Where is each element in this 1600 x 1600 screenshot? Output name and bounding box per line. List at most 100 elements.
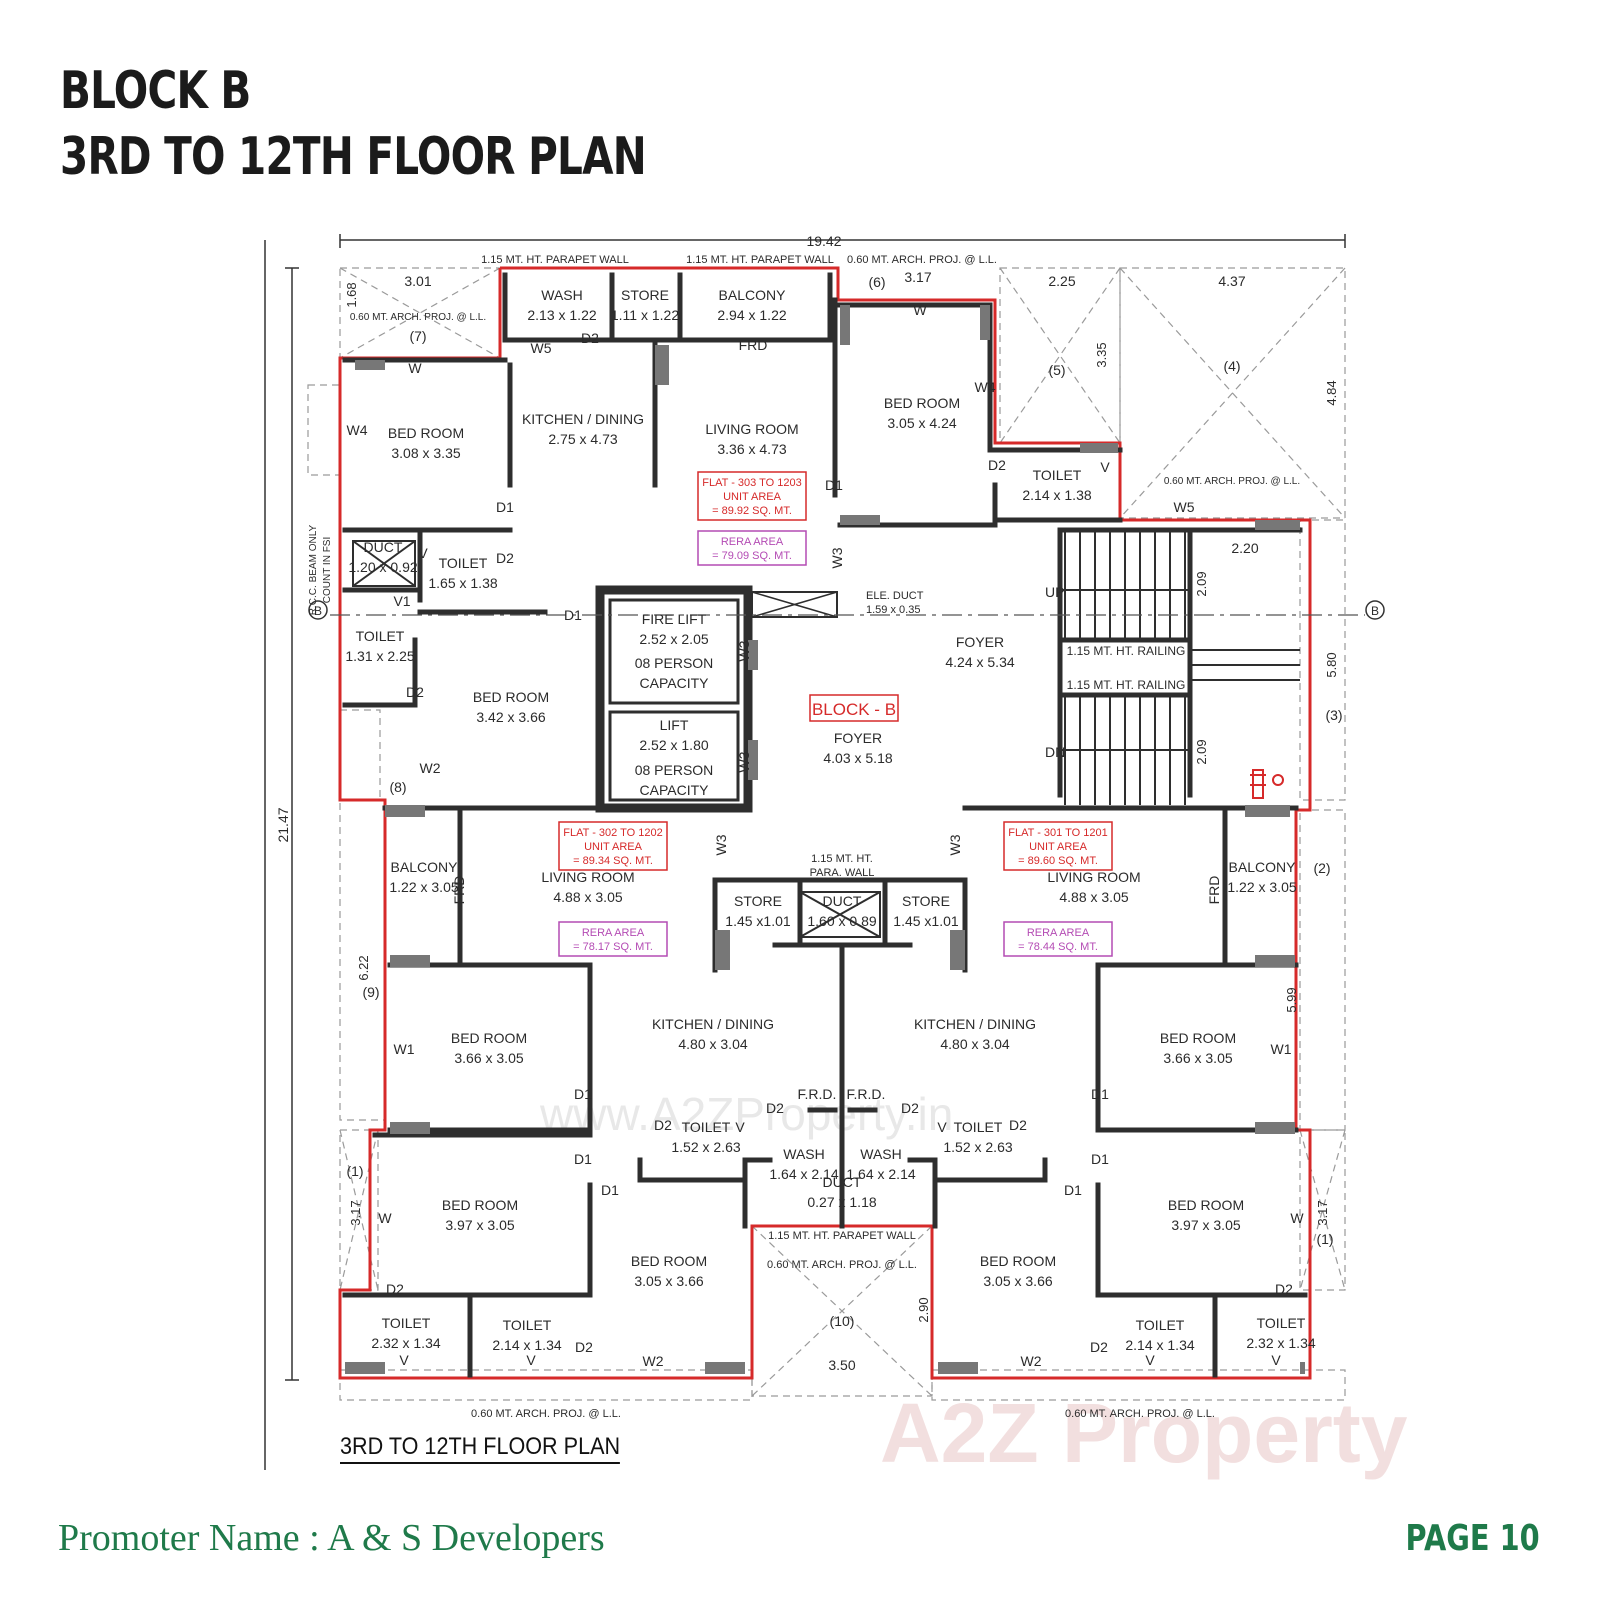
opening-d1: D1 bbox=[825, 477, 843, 493]
room-toilet-size: 1.52 x 2.63 bbox=[943, 1139, 1012, 1155]
axis-label-right: B bbox=[1371, 604, 1379, 618]
projection-number: (9) bbox=[362, 984, 379, 1000]
stair-up-label: UP bbox=[1045, 584, 1064, 600]
projection-notes: 1.15 MT. HT. PARAPET WALL 1.15 MT. HT. P… bbox=[308, 254, 1300, 1420]
opening-w5: W5 bbox=[1174, 499, 1195, 515]
room-toilet-name: TOILET bbox=[356, 628, 405, 644]
opening-w4: W4 bbox=[975, 379, 996, 395]
room-duct-size: 1.60 x 0.89 bbox=[807, 913, 876, 929]
opening-d1: D1 bbox=[496, 499, 514, 515]
room-bed-room-name: BED ROOM bbox=[388, 425, 464, 441]
note-rcc-beam: R.C.C. BEAM ONLY bbox=[308, 524, 319, 615]
opening-w3: W3 bbox=[736, 751, 752, 772]
room-bed-room-size: 3.66 x 3.05 bbox=[454, 1050, 523, 1066]
opening-d1: D1 bbox=[1091, 1151, 1109, 1167]
opening-v1: V1 bbox=[393, 593, 410, 609]
room-toilet-size: 2.14 x 1.38 bbox=[1022, 487, 1091, 503]
note-ele-duct-size: 1.59 x 0.35 bbox=[866, 604, 920, 616]
axis-bubble-right bbox=[1365, 600, 1385, 620]
opening-w2: W2 bbox=[420, 760, 441, 776]
note-arch-bottom-center: 0.60 MT. ARCH. PROJ. @ L.L. bbox=[767, 1259, 917, 1271]
room-bed-room-name: BED ROOM bbox=[884, 395, 960, 411]
projection-number: (2) bbox=[1313, 860, 1330, 876]
room-living-room-name: LIVING ROOM bbox=[541, 869, 634, 885]
room-bed-room-size: 3.66 x 3.05 bbox=[1163, 1050, 1232, 1066]
dim-top-6: 3.17 bbox=[904, 269, 931, 285]
room-bed-room-size: 3.97 x 3.05 bbox=[1171, 1217, 1240, 1233]
opening-d2: D2 bbox=[386, 1281, 404, 1297]
room-bed-room-size: 3.05 x 4.24 bbox=[887, 415, 956, 431]
projection-number: (10) bbox=[830, 1313, 855, 1329]
block-label: BLOCK - B bbox=[812, 700, 896, 719]
room-store-size: 1.45 x1.01 bbox=[725, 913, 791, 929]
room-foyer-name: FOYER bbox=[834, 730, 882, 746]
room-wash-name: WASH bbox=[541, 287, 582, 303]
opening-d1: D1 bbox=[564, 607, 582, 623]
note-ele-duct: ELE. DUCT bbox=[866, 590, 924, 602]
opening-d1: D1 bbox=[1064, 1182, 1082, 1198]
projection-number: (1) bbox=[1316, 1231, 1333, 1247]
room-store-size: 1.45 x1.01 bbox=[893, 913, 959, 929]
opening-d2: D2 bbox=[1090, 1339, 1108, 1355]
unit-area-label: UNIT AREA bbox=[584, 841, 643, 853]
duct-boxes bbox=[352, 540, 881, 938]
rera-area-box bbox=[697, 530, 807, 566]
unit-area-value: = 89.34 SQ. MT. bbox=[573, 855, 653, 867]
stair-dn-label: DN bbox=[1045, 744, 1065, 760]
note-railing-top: 1.15 MT. HT. RAILING bbox=[1067, 644, 1186, 658]
axis-label-left: B bbox=[314, 604, 322, 618]
opening-d2: D2 bbox=[496, 550, 514, 566]
room-living-room-name: LIVING ROOM bbox=[1047, 869, 1140, 885]
lift-capacity-1a: 08 PERSON bbox=[635, 655, 714, 671]
dim-depth-5: 3.35 bbox=[1094, 342, 1109, 367]
overall-height-dimension: 21.47 bbox=[275, 807, 291, 842]
opening-v: V bbox=[1145, 1352, 1155, 1368]
note-arch-bottom-left: 0.60 MT. ARCH. PROJ. @ L.L. bbox=[471, 1408, 621, 1420]
room-foyer-size: 4.24 x 5.34 bbox=[945, 654, 1014, 670]
opening-d1: D1 bbox=[601, 1182, 619, 1198]
room-balcony-size: 2.94 x 1.22 bbox=[717, 307, 786, 323]
room-store-size: 1.11 x 1.22 bbox=[611, 307, 679, 323]
page-number: PAGE 10 bbox=[1405, 1518, 1540, 1559]
unit-area-box bbox=[697, 471, 807, 521]
projection-number: (6) bbox=[868, 274, 885, 290]
room-toilet-size: 2.32 x 1.34 bbox=[1246, 1335, 1315, 1351]
room-store-name: STORE bbox=[902, 893, 950, 909]
opening-frd: FRD bbox=[451, 876, 467, 905]
room-toilet-size: 2.14 x 1.34 bbox=[492, 1337, 561, 1353]
opening-v: V bbox=[937, 1119, 947, 1135]
dim-stair-run-top: 2.09 bbox=[1194, 571, 1209, 596]
room-bed-room-name: BED ROOM bbox=[473, 689, 549, 705]
room-bed-room-size: 3.05 x 3.66 bbox=[983, 1273, 1052, 1289]
room-balcony-name: BALCONY bbox=[1229, 859, 1297, 875]
room-bed-room-name: BED ROOM bbox=[1168, 1197, 1244, 1213]
room-store-name: STORE bbox=[734, 893, 782, 909]
dim-stair-run-bottom: 2.09 bbox=[1194, 739, 1209, 764]
room-bed-room-name: BED ROOM bbox=[980, 1253, 1056, 1269]
rera-area-box bbox=[558, 921, 668, 957]
room-duct-size: 1.20 x 0.92 bbox=[348, 559, 417, 575]
flat-range: FLAT - 303 TO 1203 bbox=[702, 477, 801, 489]
opening-d2: D2 bbox=[575, 1339, 593, 1355]
opening-frd: FRD bbox=[1206, 876, 1222, 905]
page-title: BLOCK B 3RD TO 12TH FLOOR PLAN bbox=[60, 58, 647, 190]
opening-d2: D2 bbox=[1009, 1117, 1027, 1133]
note-arch-bottom-right: 0.60 MT. ARCH. PROJ. @ L.L. bbox=[1065, 1408, 1215, 1420]
lift-capacity-2a: 08 PERSON bbox=[635, 762, 714, 778]
note-railing-bottom: 1.15 MT. HT. RAILING bbox=[1067, 678, 1186, 692]
axis-bubble-left bbox=[308, 600, 328, 620]
room-toilet-size: 1.31 x 2.25 bbox=[345, 648, 414, 664]
opening-d1: D1 bbox=[574, 1086, 592, 1102]
title-line-2: 3RD TO 12TH FLOOR PLAN bbox=[60, 127, 647, 187]
room-toilet-name: TOILET bbox=[1257, 1315, 1306, 1331]
opening-w4: W4 bbox=[347, 422, 368, 438]
flat-range: FLAT - 301 TO 1201 bbox=[1008, 827, 1107, 839]
opening-w2: W2 bbox=[643, 1353, 664, 1369]
dim-left-lower: 3.17 bbox=[348, 1200, 363, 1225]
opening-w: W bbox=[408, 360, 422, 376]
opening-w: W bbox=[1290, 1210, 1304, 1226]
room-wash-name: WASH bbox=[783, 1146, 824, 1162]
opening-v: V bbox=[735, 1119, 745, 1135]
